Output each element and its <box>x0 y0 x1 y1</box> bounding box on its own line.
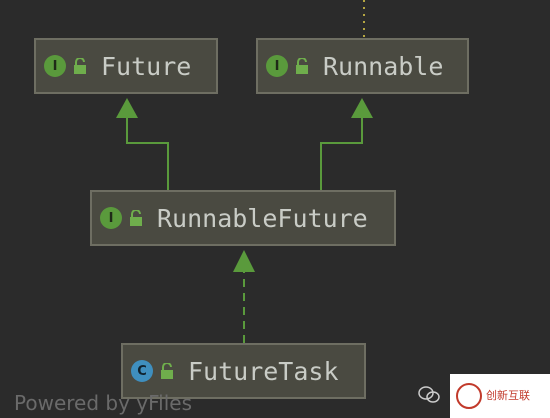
node-runnable-future[interactable]: I RunnableFuture <box>90 190 396 246</box>
edge-runnablefuture-runnable <box>320 116 363 190</box>
unlock-icon <box>161 363 173 379</box>
interface-icon: I <box>100 207 122 229</box>
node-label: RunnableFuture <box>157 203 368 233</box>
unlock-icon <box>296 58 308 74</box>
arrowhead-runnablefuture <box>233 250 255 272</box>
node-label: Runnable <box>323 51 444 81</box>
arrowhead-future <box>116 98 138 118</box>
node-future-task[interactable]: C FutureTask <box>121 343 366 399</box>
node-future[interactable]: I Future <box>34 38 218 94</box>
node-runnable[interactable]: I Runnable <box>256 38 469 94</box>
interface-icon: I <box>266 55 288 77</box>
wechat-icon <box>418 386 440 403</box>
powered-by-footer: Powered by yFiles <box>14 391 192 415</box>
node-label: Future <box>101 51 192 81</box>
unlock-icon <box>74 58 86 74</box>
interface-icon: I <box>44 55 66 77</box>
edge-runnablefuture-future <box>126 116 169 190</box>
node-label: FutureTask <box>188 356 339 386</box>
watermark-text: 创新互联 <box>486 388 530 402</box>
class-icon: C <box>131 360 153 382</box>
unlock-icon <box>130 210 142 226</box>
arrowhead-runnable <box>351 98 373 118</box>
logo-icon <box>456 383 482 409</box>
watermark-logo: 创新互联 <box>450 374 550 418</box>
